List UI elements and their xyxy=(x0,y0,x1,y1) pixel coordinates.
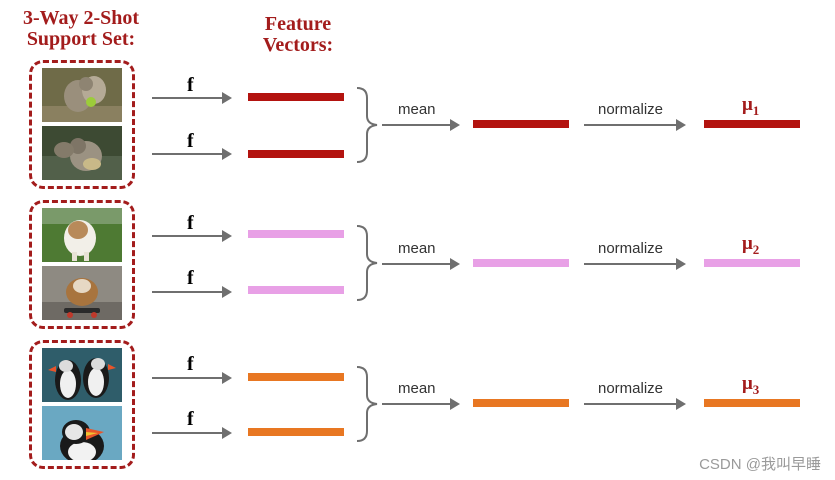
mean-arrow xyxy=(382,119,460,131)
prototype-label: μ3 xyxy=(742,373,759,398)
bulldog-photo-1 xyxy=(42,208,122,262)
embed-arrow xyxy=(152,427,232,439)
prototype-label: μ2 xyxy=(742,233,759,258)
mu-index: 3 xyxy=(752,381,760,397)
embed-arrow xyxy=(152,148,232,160)
feature-vector-bar xyxy=(248,150,344,158)
support-group-squirrel xyxy=(29,60,135,189)
squirrel-photo-2 xyxy=(42,126,122,180)
support-group-bulldog xyxy=(29,200,135,329)
mu-symbol: μ xyxy=(742,233,753,254)
normalize-label: normalize xyxy=(598,101,664,118)
feature-vector-bar xyxy=(248,373,344,381)
function-label: f xyxy=(187,212,194,234)
embed-arrow xyxy=(152,372,232,384)
embed-arrow xyxy=(152,286,232,298)
embed-arrow xyxy=(152,92,232,104)
mu-index: 1 xyxy=(752,102,760,118)
function-label: f xyxy=(187,267,194,289)
normalize-arrow xyxy=(584,398,686,410)
brace-icon xyxy=(356,87,378,163)
mean-label: mean xyxy=(398,380,436,397)
puffin-photo-2 xyxy=(42,406,122,460)
squirrel-photo-1 xyxy=(42,68,122,122)
feature-vectors-title: Feature Vectors: xyxy=(228,14,368,56)
prototype-vector-bar xyxy=(704,399,800,407)
feature-vector-bar xyxy=(248,230,344,238)
brace-icon xyxy=(356,225,378,301)
normalize-arrow xyxy=(584,258,686,270)
mu-index: 2 xyxy=(752,241,760,257)
mu-symbol: μ xyxy=(742,373,753,394)
brace-icon xyxy=(356,366,378,442)
mean-vector-bar xyxy=(473,120,569,128)
support-set-title-text: 3-Way 2-Shot Support Set: xyxy=(22,7,140,50)
embed-arrow xyxy=(152,230,232,242)
prototype-vector-bar xyxy=(704,120,800,128)
mean-arrow xyxy=(382,398,460,410)
puffin-photo-1 xyxy=(42,348,122,402)
feature-vector-bar xyxy=(248,286,344,294)
prototype-label: μ1 xyxy=(742,94,759,119)
function-label: f xyxy=(187,353,194,375)
watermark: CSDN @我叫早睡 xyxy=(699,456,821,473)
mean-vector-bar xyxy=(473,259,569,267)
prototype-vector-bar xyxy=(704,259,800,267)
function-label: f xyxy=(187,130,194,152)
normalize-label: normalize xyxy=(598,240,664,257)
feature-vector-bar xyxy=(248,428,344,436)
mean-label: mean xyxy=(398,240,436,257)
mean-arrow xyxy=(382,258,460,270)
mean-label: mean xyxy=(398,101,436,118)
function-label: f xyxy=(187,408,194,430)
feature-vector-bar xyxy=(248,93,344,101)
mean-vector-bar xyxy=(473,399,569,407)
support-set-title: 3-Way 2-Shot Support Set: xyxy=(8,8,154,50)
normalize-arrow xyxy=(584,119,686,131)
bulldog-photo-2 xyxy=(42,266,122,320)
normalize-label: normalize xyxy=(598,380,664,397)
feature-vectors-title-text: Feature Vectors: xyxy=(262,13,334,56)
function-label: f xyxy=(187,74,194,96)
support-group-puffin xyxy=(29,340,135,469)
mu-symbol: μ xyxy=(742,94,753,115)
